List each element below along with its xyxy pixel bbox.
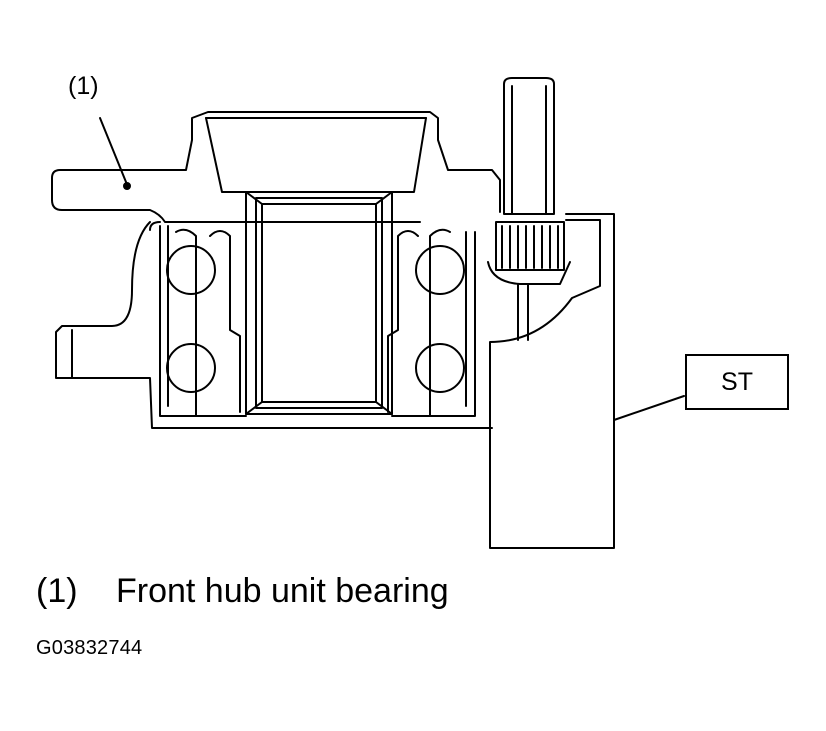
bearing-ball — [166, 343, 216, 393]
callout-leader — [99, 117, 131, 190]
figure-id: G03832744 — [36, 637, 143, 659]
legend-caption: (1) Front hub unit bearing — [36, 572, 449, 611]
legend-text: Front hub unit bearing — [116, 572, 449, 610]
tool-label: ST — [721, 367, 753, 396]
bearing-ball — [415, 343, 465, 393]
legend-number: (1) — [36, 572, 78, 610]
center-bore — [245, 191, 393, 415]
wheel-stud — [487, 77, 571, 341]
bearing-races — [175, 228, 451, 417]
bearing-ball — [166, 245, 216, 295]
callout-label: (1) — [68, 72, 99, 100]
tool-label-box: ST — [685, 354, 789, 410]
hub-body — [51, 111, 501, 429]
bearing-balls — [166, 245, 465, 393]
hub-bearing-diagram — [51, 77, 685, 549]
special-tool — [489, 213, 685, 549]
bearing-ball — [415, 245, 465, 295]
